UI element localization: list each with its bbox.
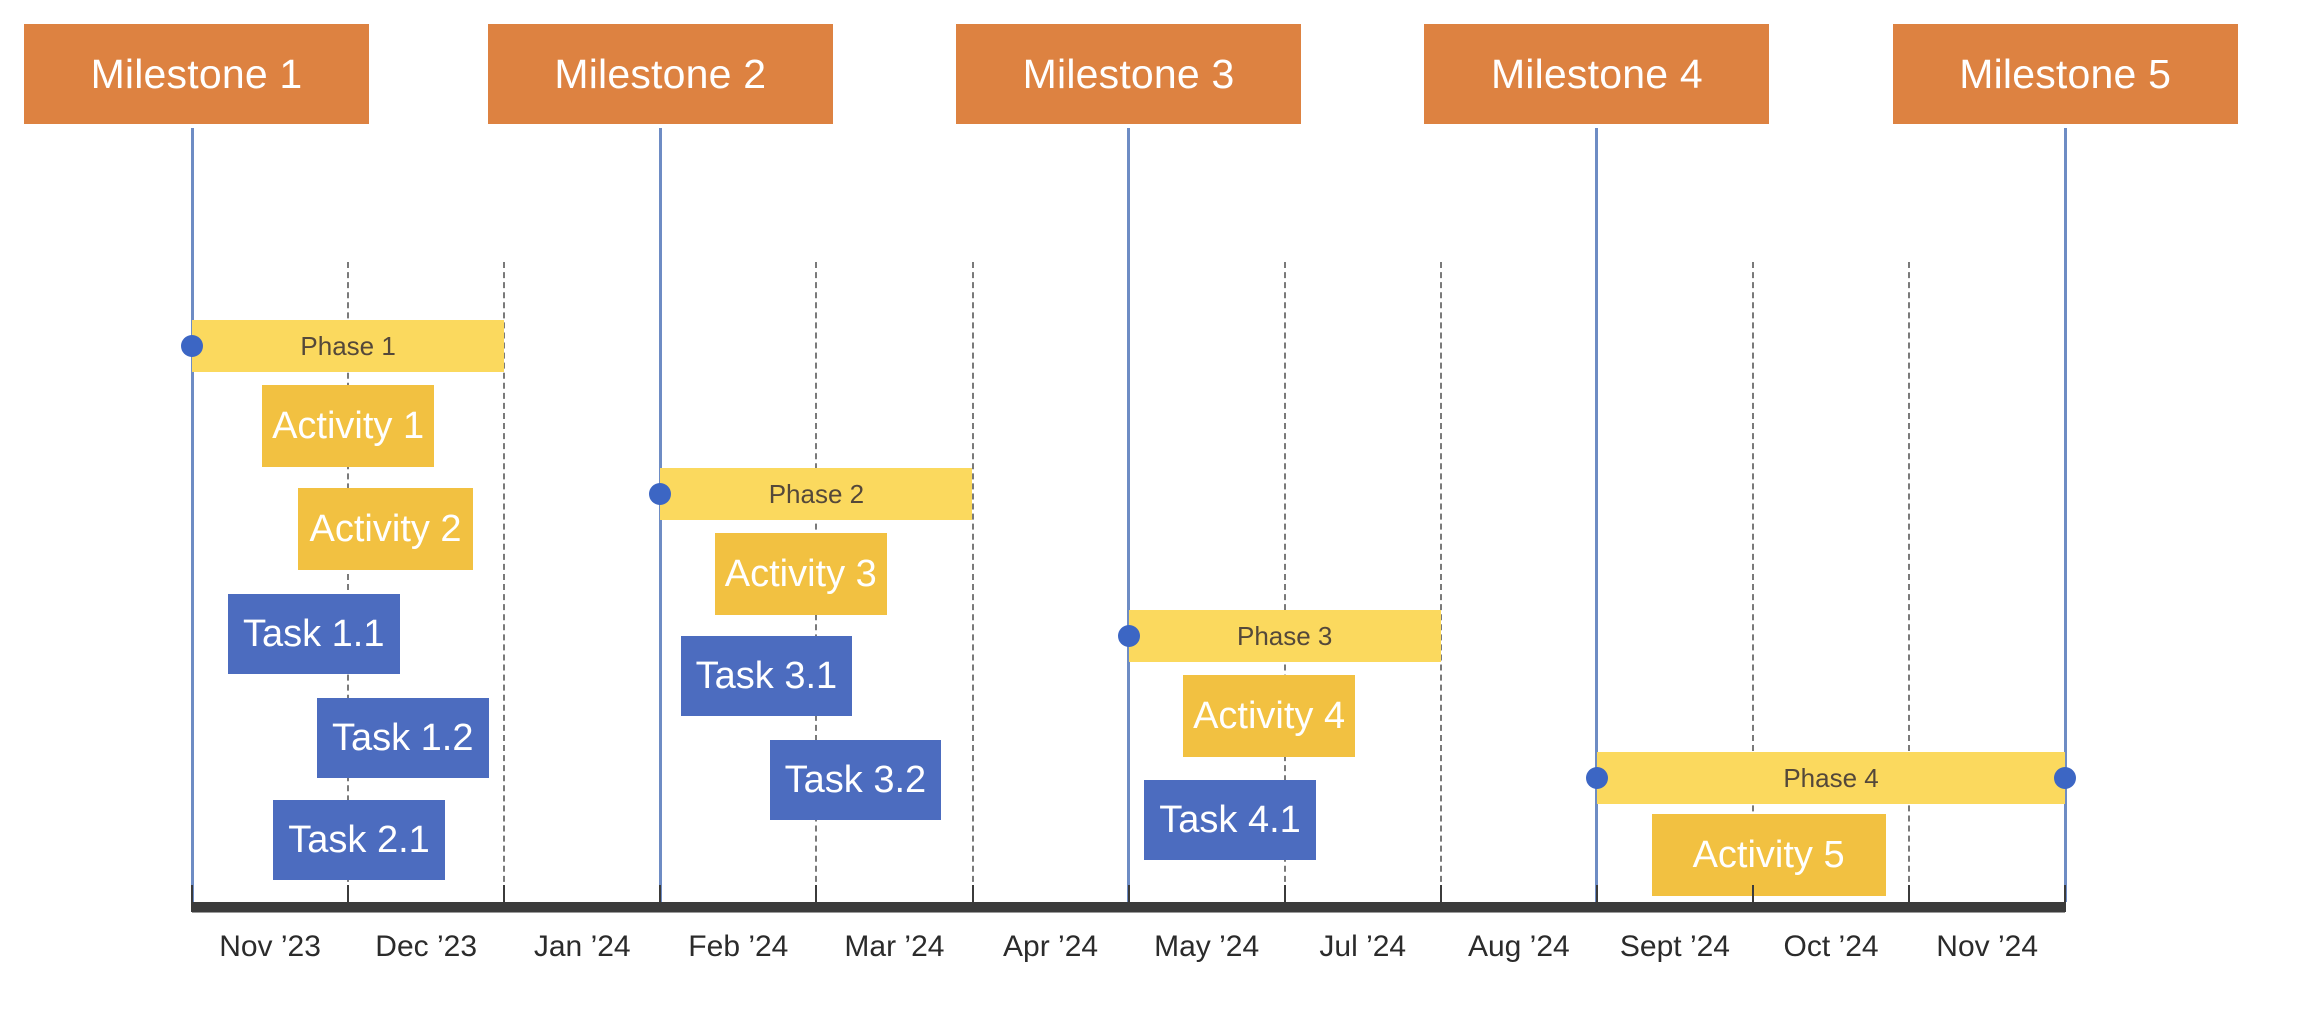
gantt-bar-activity-5[interactable]: Activity 5 (1651, 814, 1886, 896)
milestone-label: Milestone 2 (554, 50, 767, 97)
x-axis-tick (1127, 885, 1130, 912)
gantt-bar-task-3-1[interactable]: Task 3.1 (680, 636, 853, 716)
gantt-bar-label: Phase 1 (300, 330, 396, 361)
gantt-bar-label: Activity 1 (272, 404, 425, 447)
gantt-bar-label: Activity 4 (1193, 694, 1346, 737)
milestone-connector-line (1127, 128, 1131, 902)
gantt-bar-task-3-2[interactable]: Task 3.2 (769, 740, 942, 820)
gantt-bar-activity-3[interactable]: Activity 3 (714, 533, 887, 615)
milestone-label: Milestone 3 (1022, 50, 1235, 97)
milestone-connector-line (1595, 128, 1599, 902)
gridline-dashed (1908, 262, 1911, 902)
x-axis-tick (1283, 885, 1286, 912)
gantt-bar-label: Phase 2 (768, 478, 865, 509)
gantt-bar-label: Task 1.1 (242, 612, 385, 655)
x-axis-tick (191, 885, 193, 912)
milestone-box-3[interactable]: Milestone 3 (956, 24, 1302, 124)
gantt-bar-activity-2[interactable]: Activity 2 (298, 488, 473, 570)
x-axis-label: Dec ’23 (375, 930, 477, 963)
gantt-bar-phase-4[interactable]: Phase 4 (1596, 752, 2066, 804)
gantt-bar-task-1-1[interactable]: Task 1.1 (227, 594, 400, 674)
x-axis-tick (659, 885, 662, 912)
gridline-dashed (1283, 262, 1286, 902)
gantt-bar-label: Task 4.1 (1159, 798, 1301, 841)
gantt-bar-label: Task 2.1 (288, 818, 430, 861)
x-axis-label: Mar ’24 (844, 930, 945, 963)
gantt-bar-label: Task 3.1 (695, 654, 838, 697)
milestone-dot-4[interactable] (1585, 767, 1608, 789)
gridline-dashed (971, 262, 974, 902)
x-axis-label: Aug ’24 (1467, 930, 1570, 963)
gridline-dashed (503, 262, 506, 902)
x-axis-label: Jul ’24 (1319, 930, 1407, 963)
gantt-bar-activity-4[interactable]: Activity 4 (1183, 675, 1355, 757)
milestone-label: Milestone 4 (1490, 50, 1703, 97)
gantt-bar-label: Phase 4 (1783, 762, 1879, 793)
x-axis-label: Sept ’24 (1619, 930, 1730, 963)
gantt-bar-activity-1[interactable]: Activity 1 (262, 385, 434, 467)
milestone-dot-2[interactable] (649, 483, 672, 505)
gridline-dashed (1752, 262, 1754, 902)
x-axis-tick (971, 885, 974, 912)
gantt-bar-task-4-1[interactable]: Task 4.1 (1144, 780, 1316, 860)
gantt-bar-task-2-1[interactable]: Task 2.1 (273, 800, 445, 880)
gantt-bar-phase-1[interactable]: Phase 1 (192, 320, 505, 372)
x-axis-label: Feb ’24 (688, 930, 789, 963)
gantt-bar-phase-2[interactable]: Phase 2 (660, 468, 973, 520)
gantt-bar-task-1-2[interactable]: Task 1.2 (316, 698, 489, 778)
x-axis-tick (503, 885, 506, 912)
milestone-connector-line (2063, 128, 2067, 902)
milestone-box-5[interactable]: Milestone 5 (1892, 24, 2238, 124)
milestone-box-4[interactable]: Milestone 4 (1424, 24, 1770, 124)
x-axis-label: Jan ’24 (533, 930, 631, 963)
gantt-bar-label: Activity 3 (724, 552, 877, 595)
x-axis-label: Oct ’24 (1783, 930, 1879, 963)
gantt-bar-phase-3[interactable]: Phase 3 (1128, 610, 1441, 662)
milestone-box-2[interactable]: Milestone 2 (487, 24, 833, 124)
milestone-dot-1[interactable] (181, 335, 203, 357)
x-axis-tick (1439, 885, 1442, 912)
milestone-label: Milestone 1 (90, 50, 303, 97)
x-axis-tick (1595, 885, 1598, 912)
x-axis-label: Nov ’23 (219, 930, 321, 963)
milestone-dot-5[interactable] (2054, 767, 2077, 789)
milestone-dot-3[interactable] (1117, 625, 1140, 647)
gantt-bar-label: Task 1.2 (331, 716, 474, 759)
x-axis-tick (1752, 885, 1754, 912)
gridline-dashed (347, 262, 350, 902)
x-axis-label: Apr ’24 (1003, 930, 1099, 963)
x-axis-label: May ’24 (1154, 930, 1260, 963)
milestone-box-1[interactable]: Milestone 1 (24, 24, 369, 124)
x-axis-tick (2064, 885, 2067, 912)
gantt-bar-label: Activity 2 (309, 507, 462, 550)
gantt-bar-label: Phase 3 (1236, 620, 1333, 651)
x-axis-tick (815, 885, 818, 912)
milestone-connector-line (190, 128, 194, 902)
x-axis-tick (347, 885, 350, 912)
gantt-bar-label: Task 3.2 (784, 758, 927, 801)
x-axis-tick (1908, 885, 1911, 912)
milestone-label: Milestone 5 (1959, 50, 2172, 97)
gridline-dashed (1439, 262, 1442, 902)
x-axis-label: Nov ’24 (1936, 930, 2038, 963)
gantt-bar-label: Activity 5 (1692, 833, 1845, 876)
